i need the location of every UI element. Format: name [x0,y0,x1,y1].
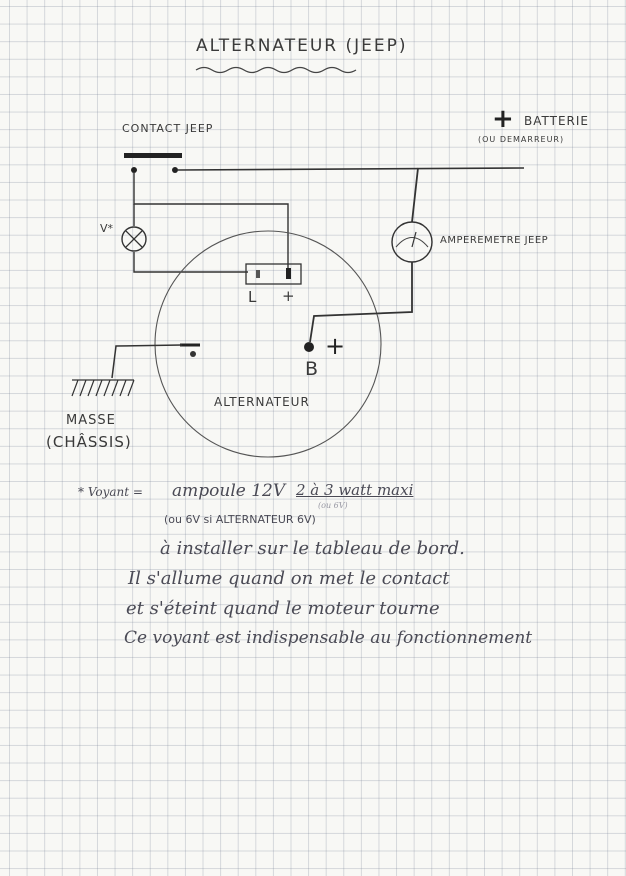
label-contact: CONTACT JEEP [122,122,214,135]
label-ammeter: AMPEREMETRE JEEP [440,235,549,246]
label-alternator: ALTERNATEUR [214,395,310,409]
note-eteint: et s'éteint quand le moteur tourne [126,598,440,619]
note-voyant-prefix: * Voyant = [78,485,143,499]
voyant-lamp [121,226,147,252]
label-terminal-L: L [248,288,257,306]
label-battery: BATTERIE [524,114,589,128]
wire-voyant-bottom [133,252,248,273]
title-underline [195,66,357,74]
ground-symbol [71,379,135,397]
terminal-B [304,342,314,352]
label-voyant-mark: V* [100,222,114,235]
note-6v: (ou 6V si ALTERNATEUR 6V) [164,513,316,526]
label-terminal-plus: + [282,287,295,305]
label-masse: MASSE [66,413,116,428]
note-indispensable: Ce voyant est indispensable au fonctionn… [124,628,533,648]
ammeter-gauge [391,221,433,263]
connector-L-plus [245,263,302,285]
label-battery-plus: + [492,104,514,134]
page-title: ALTERNATEUR (JEEP) [196,36,408,56]
wire-voyant-loop-top [133,173,289,268]
ammeter-scale [395,237,429,248]
note-watt: 2 à 3 watt maxi [296,481,414,499]
wire-ammeter-up [411,167,419,223]
contact-terminal-right [172,167,178,173]
terminal-ground [190,351,196,357]
contact-switch-bar [124,153,182,158]
ammeter-needle [411,231,417,248]
connector-plus-pin [286,268,291,279]
connector-L-pin [256,270,260,278]
note-allume: Il s'allume quand on met le contact [128,568,450,589]
note-tableau: à installer sur le tableau de bord. [160,538,465,559]
wire-contact-to-battery [177,167,525,171]
wire-ammeter-down [309,262,413,343]
label-terminal-B: B [305,358,319,380]
note-small-6v: (ou 6V) [318,501,348,510]
alternator-body [154,230,382,458]
voyant-lamp-cross [125,230,143,248]
contact-terminal-left [131,167,137,173]
label-terminal-B-plus: + [325,332,346,360]
note-ampoule: ampoule 12V [172,481,286,501]
wire-ground [111,344,183,379]
label-demarreur: (OU DEMARREUR) [478,135,565,144]
label-chassis: (CHÂSSIS) [46,433,132,451]
